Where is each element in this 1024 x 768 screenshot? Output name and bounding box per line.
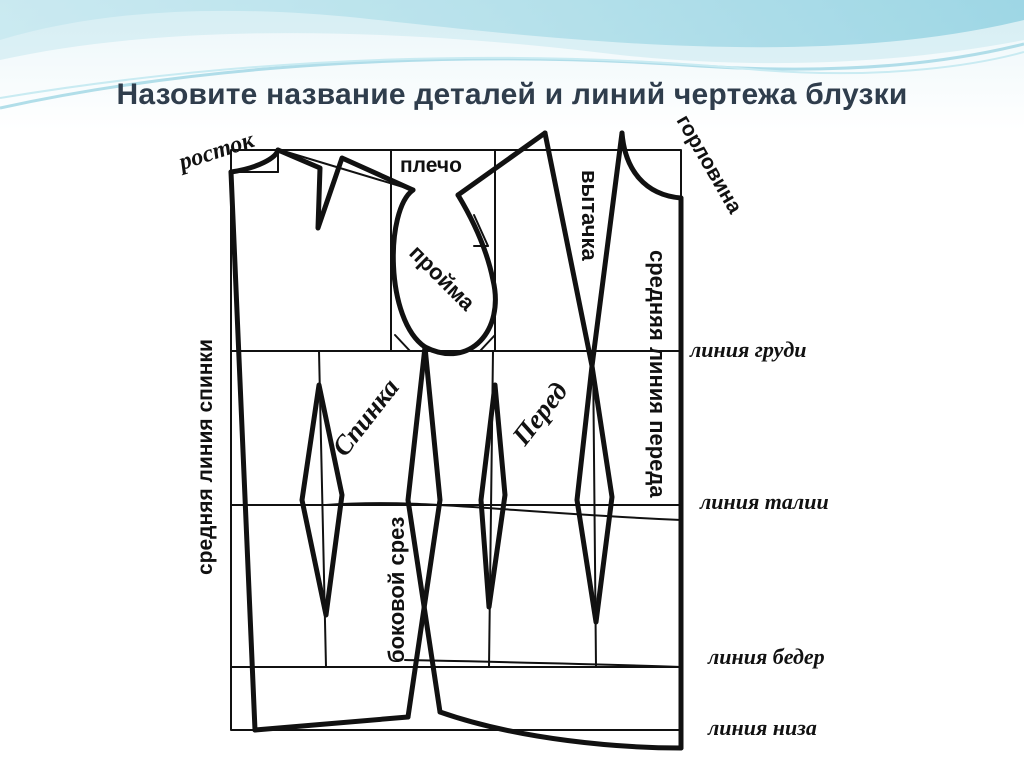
- label-proyma: пройма: [404, 240, 480, 316]
- label-bokovoy-srez: боковой срез: [384, 517, 409, 663]
- waist-curve: [325, 502, 682, 521]
- label-liniya-talii: линия талии: [699, 489, 829, 514]
- label-liniya-grudi: линия груди: [689, 337, 807, 362]
- front-shoulder: [455, 130, 548, 198]
- front-armhole-tick: [473, 214, 489, 247]
- side-seam-back: [405, 344, 443, 720]
- back-hem: [252, 714, 411, 733]
- slide-title: Назовите название деталей и линий чертеж…: [116, 78, 908, 111]
- hip-curve: [404, 659, 682, 668]
- back-shoulder-guide: [279, 149, 414, 191]
- side-seam-front: [405, 344, 443, 715]
- label-liniya-beder: линия бедер: [707, 644, 825, 669]
- label-liniya-niza: линия низа: [707, 715, 817, 740]
- front-neckline: [619, 130, 684, 201]
- label-pered: Перед: [505, 376, 573, 451]
- back-center-line: [228, 169, 258, 733]
- armhole-corner-right: [479, 334, 496, 352]
- header-wave-decoration: [0, 0, 1024, 130]
- label-spinka: Спинка: [326, 373, 405, 462]
- armhole-corner-left: [394, 334, 411, 352]
- armhole-curve: [390, 187, 498, 357]
- back-shoulder: [275, 147, 416, 231]
- back-waist-dart: [299, 382, 345, 618]
- front-hem: [437, 709, 684, 751]
- front-waist-dart: [478, 382, 508, 610]
- front-waist-dart-2: [574, 363, 615, 625]
- grid-rectangle: [230, 149, 682, 731]
- label-srednyaya-spinki: средняя линия спинки: [194, 339, 217, 575]
- pattern-outline: [228, 130, 684, 751]
- construction-grid: [230, 149, 682, 731]
- label-vytachka: вытачка: [577, 170, 602, 262]
- label-srednyaya-pereda: средняя линия переда: [645, 250, 670, 498]
- label-plecho: плечо: [400, 154, 462, 177]
